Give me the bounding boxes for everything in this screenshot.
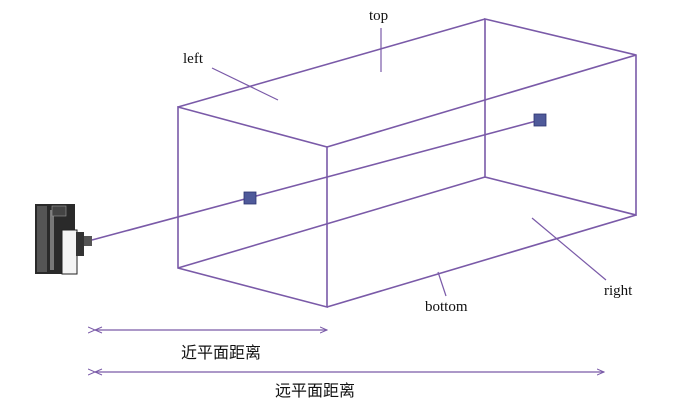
frustum-edge-top-right xyxy=(326,54,637,148)
far-plane-center-marker xyxy=(533,113,547,127)
frustum-edge-bottom-right xyxy=(326,214,637,308)
bottom-leader-line xyxy=(437,271,447,297)
frustum-edge-bottom-left xyxy=(177,176,486,269)
near-plane-center-marker xyxy=(243,191,257,205)
near-plane-distance-label: 近平面距离 xyxy=(181,343,262,362)
frustum-edge-top-left xyxy=(177,18,486,108)
far-plane-outline xyxy=(484,17,637,217)
label-left: left xyxy=(183,51,203,67)
dimension-start-arrowheads xyxy=(93,326,103,376)
label-leaders xyxy=(211,28,607,297)
frustum-box xyxy=(177,17,637,309)
label-right: right xyxy=(604,283,633,299)
far-plane-distance-label: 远平面距离 xyxy=(275,381,356,400)
label-bottom: bottom xyxy=(425,299,468,315)
right-leader-line xyxy=(531,217,607,281)
dimension-lines xyxy=(95,330,604,372)
label-top: top xyxy=(369,8,389,24)
left-leader-line xyxy=(211,67,279,101)
view-axis-ray xyxy=(91,119,541,241)
near-plane-outline xyxy=(177,105,328,309)
camera-icon xyxy=(35,204,92,275)
